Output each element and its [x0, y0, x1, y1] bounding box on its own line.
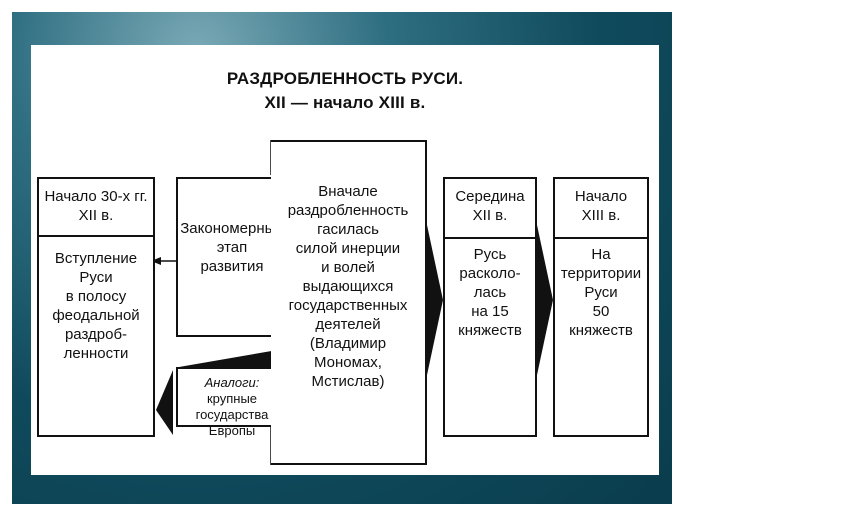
stage-text: Закономерный этап развития — [180, 220, 284, 275]
col1-header: Начало 30-х гг. XII в. — [44, 188, 148, 224]
col3-box: Середина XII в. Русь раcколо- лась на 15… — [443, 177, 537, 437]
col1-box: Начало 30-х гг. XII в. Вступление Руси в… — [37, 177, 155, 437]
analog-text-line1: крупные — [206, 391, 258, 406]
arrow-right-icon-2 — [537, 225, 553, 375]
analog-left-arrow-icon — [156, 370, 173, 435]
diagram-subtitle: XII — начало XIII в. — [264, 93, 426, 112]
col3-header: Середина XII в. — [455, 188, 525, 224]
arrow-right-icon — [427, 225, 443, 375]
analog-label: Аналоги: — [204, 375, 260, 390]
arrow-left-icon — [151, 257, 161, 265]
center-box: Вначале раздробленность гасилась силой и… — [271, 140, 427, 465]
diagram-sheet: РАЗДРОБЛЕННОСТЬ РУСИ. XII — начало XIII … — [31, 45, 659, 475]
col1-body: Вступление Руси в полосу феодальной разд… — [52, 250, 140, 362]
analog-pointer-icon — [179, 348, 289, 367]
center-text: Вначале раздробленность гасилась силой и… — [287, 183, 409, 390]
col3-body: Русь раcколо- лась на 15 княжеств — [458, 246, 522, 339]
col4-box: Начало XIII в. На территории Руси 50 кня… — [553, 177, 649, 437]
analog-box: Аналоги: крупные государства Европы — [176, 367, 288, 438]
connector-layer — [151, 140, 553, 465]
col4-header: Начало XIII в. — [574, 188, 628, 224]
col4-body: На территории Руси 50 княжеств — [560, 246, 642, 339]
analog-text: государства Европы — [195, 407, 269, 438]
diagram-title: РАЗДРОБЛЕННОСТЬ РУСИ. — [226, 69, 464, 88]
